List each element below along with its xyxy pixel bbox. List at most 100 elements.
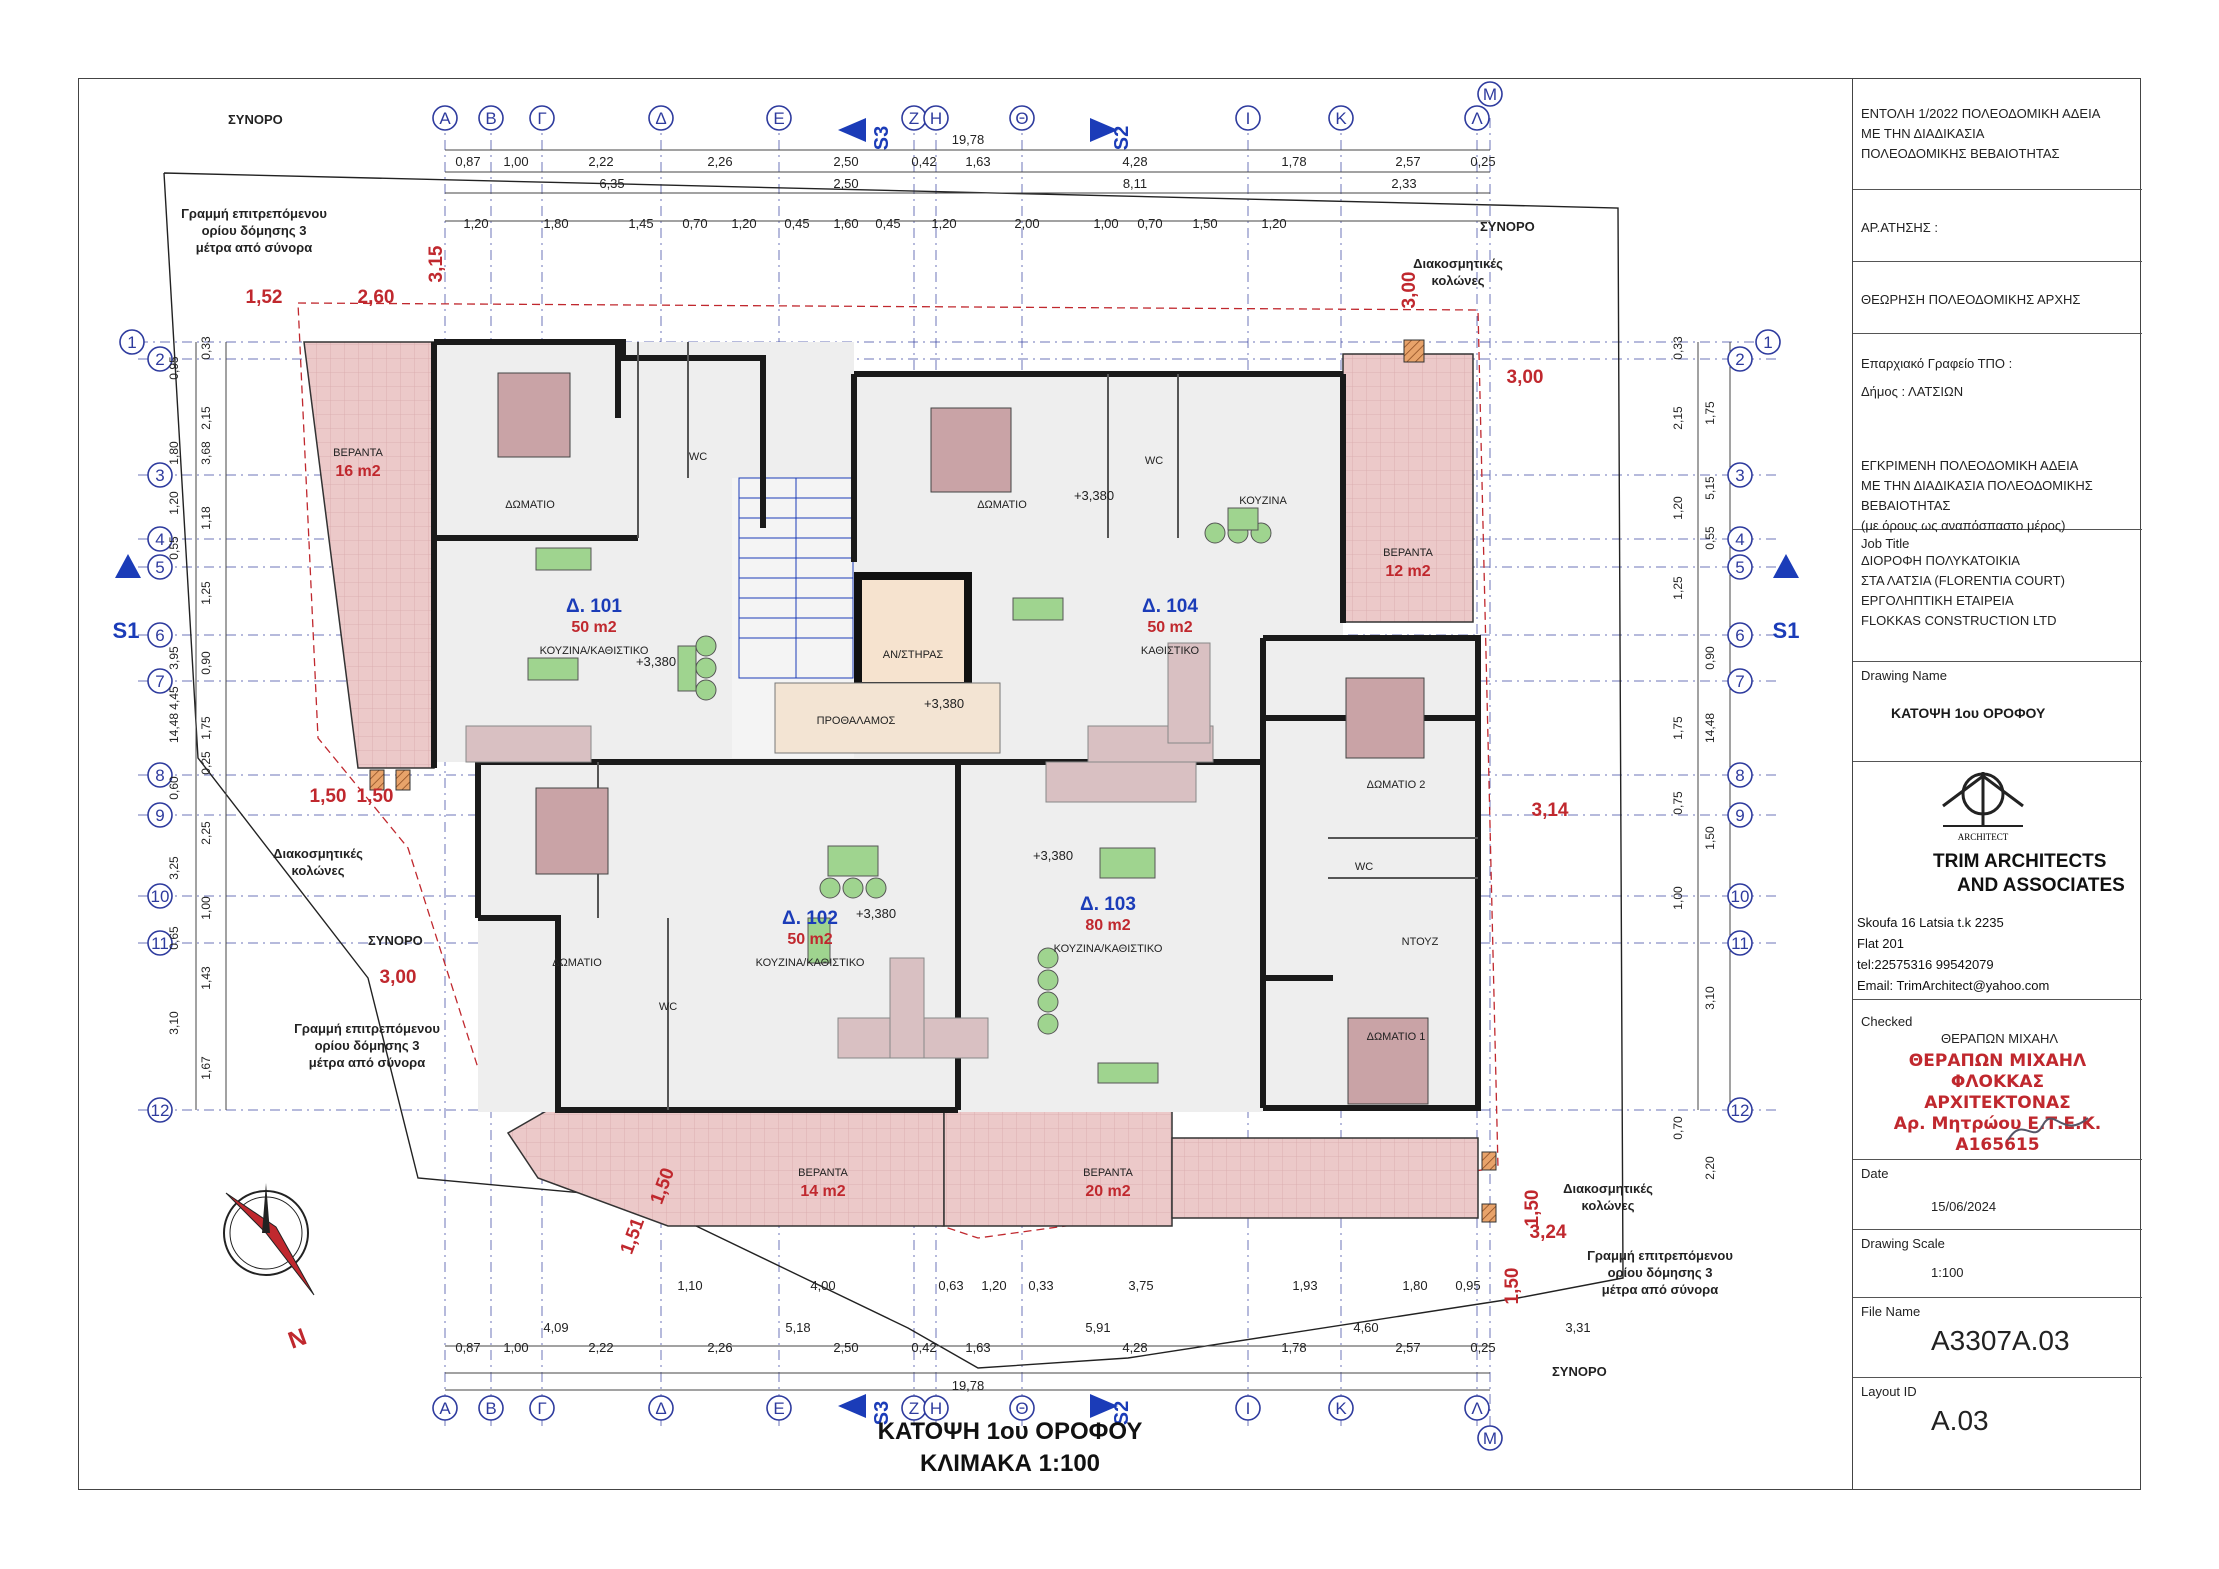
left-dim-18: 1,00: [199, 896, 213, 920]
bottom-dim-3-0: 0,87: [455, 1340, 480, 1355]
veranda-area-0: 16 m2: [335, 463, 380, 480]
left-dim-7: 0,55: [167, 536, 181, 560]
grid-bubble-left-2-label: 2: [155, 350, 164, 369]
grid-bubble-right-4-label: 4: [1735, 530, 1744, 549]
right-dim-14: 0,70: [1671, 1116, 1685, 1140]
apartment-area-2: 80 m2: [1085, 917, 1130, 934]
grid-bubble-bottom-10: Κ: [1328, 1395, 1354, 1421]
checked-box: Checked ΘΕΡΑΠΩΝ ΜΙΧΑΗΛ ΘΕΡΑΠΩΝ ΜΙΧΑΗΛ ΦΛ…: [1853, 1000, 2142, 1160]
grid-bubble-top-4-label: Δ: [655, 109, 666, 128]
right-dim-11: 1,50: [1703, 826, 1717, 850]
grid-bubble-top-11: Λ: [1464, 105, 1490, 131]
top-dim-2-0: 6,35: [599, 176, 624, 191]
room-bedroom-1: ΔΩΜΑΤΙΟ: [977, 499, 1027, 511]
left-dim-20: 1,43: [199, 966, 213, 990]
red-dim-13: 1,50: [1502, 1268, 1523, 1305]
grid-bubble-top-7-label: Η: [930, 109, 942, 128]
municipality-label: Δήμος : ΛΑΤΣΙΩΝ: [1861, 384, 1964, 399]
grid-bubble-bottom-2-label: Β: [485, 1399, 496, 1418]
right-dim-4: 1,20: [1671, 496, 1685, 520]
grid-bubble-bottom-12: Μ: [1477, 1425, 1503, 1451]
grid-bubble-right-4: 4: [1727, 526, 1753, 552]
section-s2-bottom: S2: [1111, 1401, 1133, 1425]
bottom-dim-1-3: 1,20: [981, 1278, 1006, 1293]
scale-value: 1:100: [1931, 1265, 1964, 1280]
file-name-box: File Name A3307A.03: [1853, 1298, 2142, 1378]
grid-bubble-bottom-5-label: Ε: [773, 1399, 784, 1418]
left-dim-4: 3,68: [199, 441, 213, 465]
title-block: ΕΝΤΟΛΗ 1/2022 ΠΟΛΕΟΔΟΜΙΚΗ ΑΔΕΙΑ ΜΕ ΤΗΝ Δ…: [1852, 78, 2142, 1490]
veranda-area-2: 14 m2: [800, 1183, 845, 1200]
right-dim-8: 1,75: [1671, 716, 1685, 740]
apartment-area-0: 50 m2: [571, 619, 616, 636]
top-dim-1-7: 4,28: [1122, 154, 1147, 169]
bottom-dim-2-1: 5,18: [785, 1320, 810, 1335]
authority-review-label: ΘΕΩΡΗΣΗ ΠΟΛΕΟΔΟΜΙΚΗΣ ΑΡΧΗΣ: [1861, 292, 2081, 307]
top-dim-3-1: 1,80: [543, 216, 568, 231]
grid-bubble-right-3-label: 3: [1735, 466, 1744, 485]
left-dim-10: 0,90: [199, 651, 213, 675]
apartment-id-2: Δ. 103: [1080, 894, 1136, 915]
build-limit-note-0-l1: Γραμμή επιτρεπόμενου: [181, 206, 327, 221]
deco-columns-note-1-l2: κολώνες: [292, 863, 345, 878]
bottom-dim-1-7: 1,80: [1402, 1278, 1427, 1293]
room-lobby: ΠΡΟΘΑΛΑΜΟΣ: [817, 715, 896, 727]
grid-bubble-top-6: Ζ: [901, 105, 927, 131]
boundary-label-left: ΣΥΝΟΡΟ: [368, 933, 423, 948]
section-s1-left: S1: [113, 618, 140, 643]
top-dim-2-2: 8,11: [1123, 176, 1147, 191]
room-kitchen: ΚΟΥΖΙΝΑ: [1239, 495, 1287, 507]
lift-shaft: [854, 572, 972, 690]
grid-bubble-right-10: 10: [1727, 883, 1753, 909]
build-limit-note-0-l2: ορίου δόμησης 3: [202, 223, 307, 238]
grid-bubble-left-12-label: 12: [151, 1101, 170, 1120]
top-dim-3-6: 1,60: [833, 216, 858, 231]
left-dim-17: 3,25: [167, 856, 181, 880]
top-dim-3-9: 2,00: [1014, 216, 1039, 231]
section-s2-top: S2: [1111, 126, 1133, 150]
job-title-label: Job Title: [1861, 536, 1910, 551]
grid-bubble-left-4: 4: [147, 526, 173, 552]
signature-icon: [2007, 1117, 2089, 1141]
left-dim-12: 1,75: [199, 716, 213, 740]
grid-bubble-right-8-label: 8: [1735, 766, 1744, 785]
checked-label: Checked: [1861, 1014, 1913, 1029]
top-dim-2-3: 2,33: [1391, 176, 1416, 191]
grid-bubble-left-10: 10: [147, 883, 173, 909]
drawing-scale-title: ΚΛΙΜΑΚΑ 1:100: [919, 1450, 1101, 1477]
bottom-dim-3-1: 1,00: [503, 1340, 528, 1355]
architect-box: ARCHITECT TRIM ARCHITECTS AND ASSOCIATES…: [1853, 762, 2142, 1000]
top-dim-3-13: 1,20: [1261, 216, 1286, 231]
grid-bubble-left-5: 5: [147, 554, 173, 580]
grid-bubble-bottom-4-label: Δ: [655, 1399, 666, 1418]
contact-email: Email: TrimArchitect@yahoo.com: [1857, 978, 2050, 993]
left-dim-21: 3,10: [167, 1011, 181, 1035]
room-bedroom-0: ΔΩΜΑΤΙΟ: [505, 499, 555, 511]
left-dim-16: 2,25: [199, 821, 213, 845]
floor-level-2: +3,380: [924, 696, 964, 711]
grid-bubble-bottom-2: Β: [478, 1395, 504, 1421]
top-dim-1-3: 2,26: [707, 154, 732, 169]
grid-bubble-right-10-label: 10: [1731, 887, 1750, 906]
red-dim-5: 1,50: [310, 786, 347, 807]
grid-bubble-top-12-label: Μ: [1483, 85, 1497, 104]
top-dim-3-3: 0,70: [682, 216, 707, 231]
grid-bubble-top-1: Α: [432, 105, 458, 131]
room-wc-2: WC: [1355, 861, 1373, 873]
grid-bubble-right-6-label: 6: [1735, 626, 1744, 645]
top-dim-1-0: 0,87: [455, 154, 480, 169]
grid-bubble-top-3-label: Γ: [537, 109, 546, 128]
grid-bubble-top-2: Β: [478, 105, 504, 131]
grid-bubble-bottom-3: Γ: [529, 1395, 555, 1421]
property-boundary: [163, 172, 1624, 1369]
date-box: Date 15/06/2024: [1853, 1160, 2142, 1230]
bottom-dim-2-3: 4,60: [1353, 1320, 1378, 1335]
grid-bubble-right-11-label: 11: [1731, 934, 1749, 953]
bottom-dim-3-3: 2,26: [707, 1340, 732, 1355]
sofas: [465, 642, 1214, 1059]
bottom-dim-2-0: 4,09: [543, 1320, 568, 1335]
grid-bubble-right-9: 9: [1727, 802, 1753, 828]
contact-flat: Flat 201: [1857, 936, 1904, 951]
grid-bubble-left-8-label: 8: [155, 766, 164, 785]
top-dim-3-10: 1,00: [1093, 216, 1118, 231]
